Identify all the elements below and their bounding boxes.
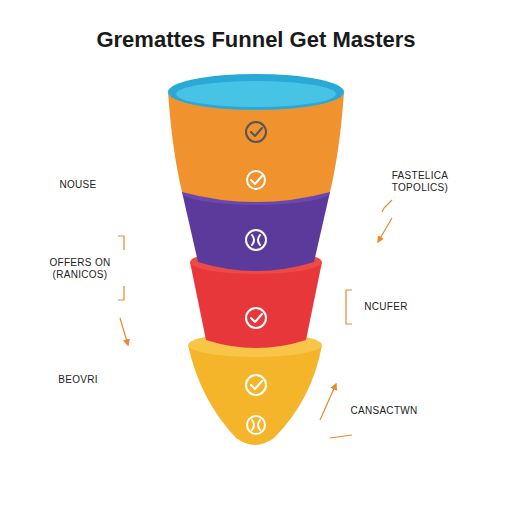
- stage-label: NOUSE: [38, 179, 118, 192]
- stage-label: OFFERS ON (RANICOS): [44, 257, 116, 282]
- stage-label: FASTELICA TOPOLICS): [380, 170, 460, 195]
- stage-label: NCUFER: [351, 301, 421, 314]
- diagram-title: Gremattes Funnel Get Masters: [96, 27, 415, 53]
- stage-label: CANSACTWN: [344, 405, 424, 418]
- stage-label: BEOVRI: [43, 374, 113, 387]
